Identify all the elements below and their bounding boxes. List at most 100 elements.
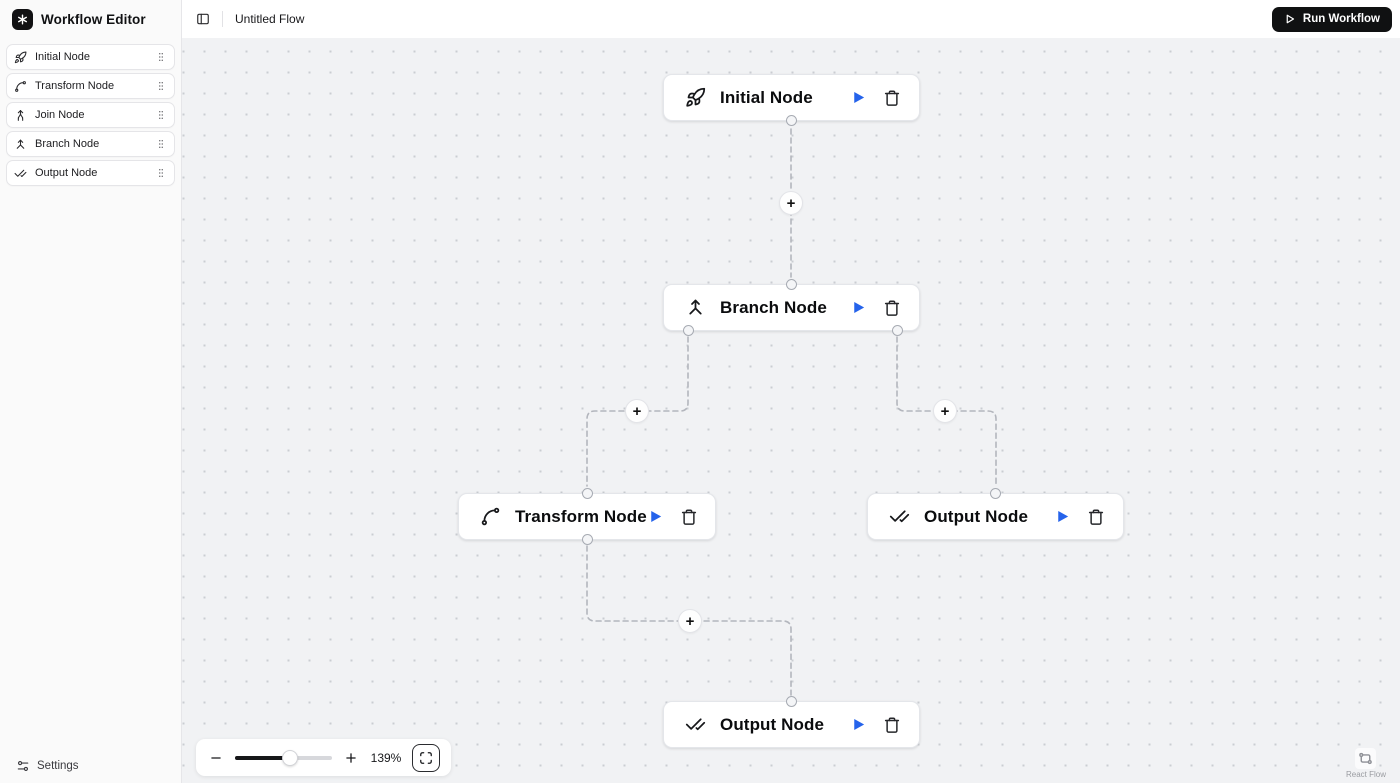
sidebar-header: Workflow Editor xyxy=(0,0,181,38)
flow-name[interactable]: Untitled Flow xyxy=(235,12,305,26)
zoom-in-button[interactable] xyxy=(342,749,360,767)
node-target-handle[interactable] xyxy=(786,279,797,290)
palette-item-initial-node[interactable]: Initial Node xyxy=(6,44,175,70)
node-delete-button[interactable] xyxy=(680,508,698,526)
edge-add-button[interactable]: + xyxy=(625,399,649,423)
app-title: Workflow Editor xyxy=(41,11,146,27)
maximize-icon xyxy=(419,751,433,765)
palette-item-label: Join Node xyxy=(35,109,85,121)
react-flow-logo-icon xyxy=(1355,748,1377,769)
node-source-handle-right[interactable] xyxy=(892,325,903,336)
split-icon xyxy=(14,138,27,151)
check-check-icon xyxy=(889,506,910,527)
settings-sliders-icon xyxy=(16,759,30,773)
app-logo xyxy=(12,8,33,30)
node-target-handle[interactable] xyxy=(990,488,1001,499)
sidebar: Workflow Editor Initial Node Transform N… xyxy=(0,0,182,783)
rocket-icon xyxy=(685,87,706,108)
trash-icon xyxy=(883,716,901,734)
node-label: Branch Node xyxy=(720,297,827,317)
node-delete-button[interactable] xyxy=(1087,508,1105,526)
spline-icon xyxy=(14,80,27,93)
merge-icon xyxy=(14,109,27,122)
node-source-handle-left[interactable] xyxy=(683,325,694,336)
edge-add-button[interactable]: + xyxy=(678,609,702,633)
rocket-icon xyxy=(14,51,27,64)
node-source-handle[interactable] xyxy=(581,534,593,545)
flow-canvas[interactable]: + + + + Initial Node Branch Node Transfo… xyxy=(182,38,1400,783)
trash-icon xyxy=(1087,508,1105,526)
trash-icon xyxy=(680,508,698,526)
play-icon xyxy=(850,716,867,733)
play-icon xyxy=(850,89,867,106)
zoom-out-button[interactable] xyxy=(207,749,225,767)
play-icon xyxy=(647,508,664,525)
node-label: Output Node xyxy=(924,506,1029,526)
run-workflow-label: Run Workflow xyxy=(1302,13,1380,25)
node-output-right[interactable]: Output Node xyxy=(867,488,1124,540)
minus-icon xyxy=(209,751,223,765)
settings-button[interactable]: Settings xyxy=(16,759,165,773)
run-workflow-button[interactable]: Run Workflow xyxy=(1271,6,1392,32)
node-branch[interactable]: Branch Node xyxy=(663,279,920,336)
node-delete-button[interactable] xyxy=(883,89,901,107)
node-label: Output Node xyxy=(720,714,825,734)
palette-item-transform-node[interactable]: Transform Node xyxy=(6,73,175,99)
plus-icon xyxy=(344,751,358,765)
plus-icon: + xyxy=(786,194,796,212)
node-run-button[interactable] xyxy=(647,508,664,525)
slider-fill xyxy=(235,755,291,760)
react-flow-attribution[interactable]: React Flow xyxy=(1346,748,1386,779)
flow-edges xyxy=(586,128,997,696)
zoom-level: 139% xyxy=(370,750,402,765)
zoom-slider[interactable] xyxy=(235,749,332,766)
node-palette: Initial Node Transform Node Join Node Br… xyxy=(0,38,181,192)
node-source-handle[interactable] xyxy=(786,115,797,126)
plus-icon: + xyxy=(685,612,695,630)
settings-label: Settings xyxy=(37,760,79,772)
grip-vertical-icon[interactable] xyxy=(155,80,167,92)
palette-item-join-node[interactable]: Join Node xyxy=(6,102,175,128)
trash-icon xyxy=(883,89,901,107)
node-target-handle[interactable] xyxy=(786,696,797,707)
node-run-button[interactable] xyxy=(850,89,867,106)
node-transform[interactable]: Transform Node xyxy=(458,488,716,545)
node-output-bottom[interactable]: Output Node xyxy=(663,696,920,748)
node-target-handle[interactable] xyxy=(581,488,593,499)
node-delete-button[interactable] xyxy=(883,299,901,317)
zoom-controls: 139% xyxy=(196,739,451,776)
slider-thumb[interactable] xyxy=(282,749,299,766)
edge-add-button[interactable]: + xyxy=(779,191,803,215)
play-icon xyxy=(850,299,867,316)
sidebar-footer: Settings xyxy=(0,759,181,773)
grip-vertical-icon[interactable] xyxy=(155,167,167,179)
play-icon xyxy=(1054,508,1071,525)
node-run-button[interactable] xyxy=(1054,508,1071,525)
node-label: Transform Node xyxy=(515,506,647,526)
topbar-divider xyxy=(222,11,223,27)
palette-item-label: Initial Node xyxy=(35,51,91,63)
trash-icon xyxy=(883,299,901,317)
node-delete-button[interactable] xyxy=(883,716,901,734)
node-run-button[interactable] xyxy=(850,299,867,316)
react-flow-label: React Flow xyxy=(1345,770,1386,779)
play-icon xyxy=(1284,13,1296,25)
fit-view-button[interactable] xyxy=(412,743,440,772)
palette-item-label: Transform Node xyxy=(35,80,115,92)
palette-item-branch-node[interactable]: Branch Node xyxy=(6,131,175,157)
palette-item-output-node[interactable]: Output Node xyxy=(6,160,175,186)
spline-icon xyxy=(480,506,501,527)
edge-add-button[interactable]: + xyxy=(933,399,957,423)
grip-vertical-icon[interactable] xyxy=(155,138,167,150)
topbar: Untitled Flow Run Workflow xyxy=(182,0,1400,38)
sidebar-toggle-button[interactable] xyxy=(196,12,210,26)
asterisk-logo-icon xyxy=(16,13,29,26)
grip-vertical-icon[interactable] xyxy=(155,51,167,63)
check-check-icon xyxy=(685,714,706,735)
node-initial[interactable]: Initial Node xyxy=(663,74,920,126)
palette-item-label: Output Node xyxy=(35,167,98,179)
grip-vertical-icon[interactable] xyxy=(155,109,167,121)
check-check-icon xyxy=(14,167,27,180)
node-run-button[interactable] xyxy=(850,716,867,733)
